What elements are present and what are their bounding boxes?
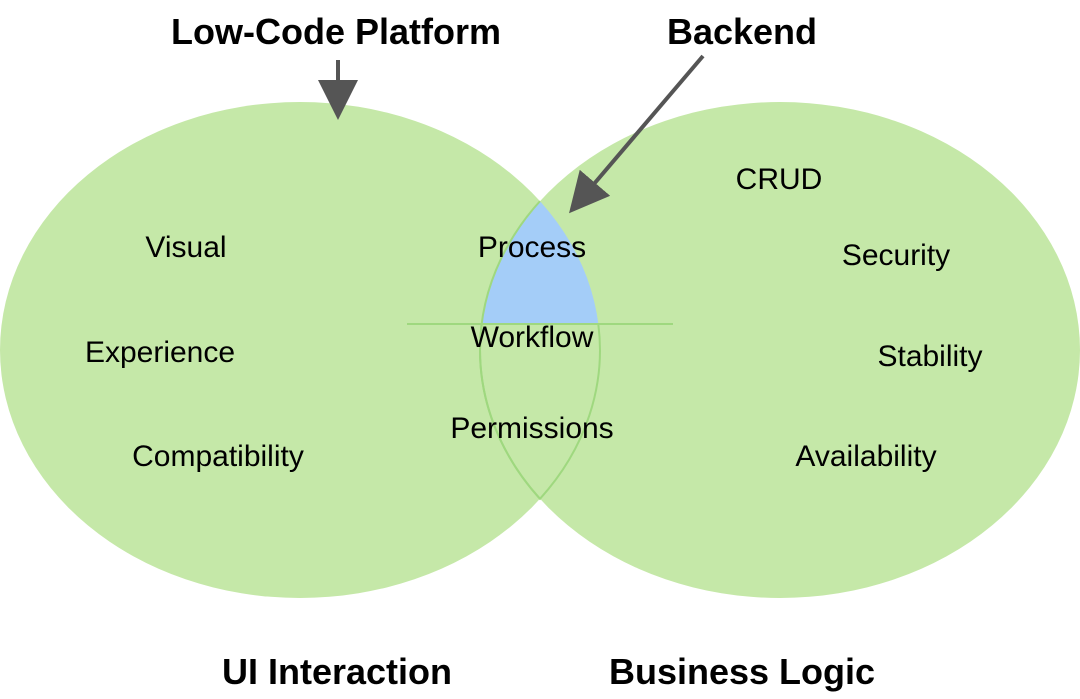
low-code-platform-label: Low-Code Platform (171, 11, 501, 52)
overlap-lower-outline (479, 323, 601, 501)
overlap-item-process: Process (478, 231, 586, 264)
backend-label: Backend (667, 11, 817, 52)
overlap-item-permissions: Permissions (450, 412, 613, 445)
overlap-item-workflow: Workflow (471, 321, 594, 354)
left-item-visual: Visual (145, 231, 226, 264)
ui-interaction-label: UI Interaction (222, 651, 452, 692)
right-item-security: Security (842, 239, 950, 272)
left-item-compatibility: Compatibility (132, 440, 304, 473)
left-item-experience: Experience (85, 336, 235, 369)
right-item-crud: CRUD (736, 163, 823, 196)
right-item-stability: Stability (877, 340, 982, 373)
arrow-down-left-icon (569, 54, 705, 214)
business-logic-label: Business Logic (609, 651, 875, 692)
right-item-availability: Availability (795, 440, 936, 473)
business-logic-circle (480, 102, 1080, 598)
ui-interaction-circle (0, 102, 600, 598)
